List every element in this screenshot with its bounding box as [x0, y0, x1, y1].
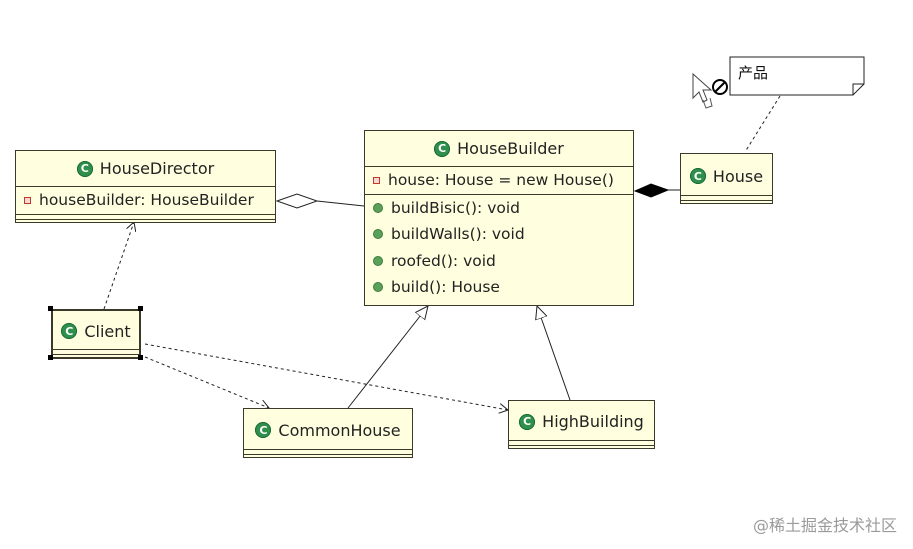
- class-common-house[interactable]: C CommonHouse: [243, 408, 413, 458]
- class-name: Client: [84, 321, 131, 341]
- class-house-builder[interactable]: C HouseBuilder house: House = new House(…: [364, 130, 634, 306]
- class-c-icon: C: [689, 168, 706, 184]
- note-shape: [729, 56, 865, 96]
- field-row[interactable]: house: House = new House(): [365, 167, 633, 194]
- class-high-building[interactable]: C HighBuilding: [508, 400, 655, 449]
- field-row[interactable]: houseBuilder: HouseBuilder: [16, 187, 275, 214]
- private-field-icon: [24, 196, 31, 204]
- class-c-icon: C: [61, 323, 78, 339]
- watermark: @稀土掘金技术社区: [752, 516, 897, 535]
- selection-handle[interactable]: [138, 355, 143, 360]
- private-field-icon: [373, 176, 380, 184]
- class-name: HighBuilding: [542, 412, 644, 431]
- client-director-dependency: [103, 222, 134, 310]
- class-c-icon: C: [519, 413, 536, 430]
- client-commonhouse-dependency: [144, 356, 269, 408]
- class-client[interactable]: C Client: [51, 309, 141, 359]
- selection-handle[interactable]: [48, 306, 53, 311]
- class-house-director[interactable]: C HouseDirector houseBuilder: HouseBuild…: [15, 150, 276, 223]
- commonhouse-generalization: [347, 306, 428, 409]
- class-c-icon: C: [434, 140, 451, 157]
- aggregation-line: [316, 200, 365, 207]
- class-name: House: [712, 166, 764, 186]
- class-name: HouseDirector: [99, 159, 215, 178]
- class-house[interactable]: C House: [680, 153, 773, 204]
- class-name: HouseBuilder: [457, 139, 564, 158]
- public-method-icon: [373, 229, 383, 240]
- note-connector: [744, 95, 781, 153]
- composition-diamond: [633, 183, 670, 198]
- client-highbuilding-dependency: [144, 343, 508, 410]
- note-text[interactable]: 产品: [738, 64, 769, 82]
- method-row[interactable]: buildBisic(): void: [365, 195, 633, 222]
- class-name: CommonHouse: [278, 420, 401, 440]
- class-c-icon: C: [255, 422, 272, 438]
- selection-handle[interactable]: [48, 355, 53, 360]
- selection-handle[interactable]: [138, 306, 143, 311]
- method-row[interactable]: build(): House: [365, 274, 633, 301]
- public-method-icon: [373, 255, 383, 266]
- class-c-icon: C: [76, 160, 93, 177]
- method-row[interactable]: roofed(): void: [365, 248, 633, 275]
- method-row[interactable]: buildWalls(): void: [365, 221, 633, 248]
- public-method-icon: [373, 202, 383, 213]
- cursor-icon: [692, 72, 728, 109]
- public-method-icon: [373, 282, 383, 293]
- highbuilding-generalization: [537, 306, 571, 401]
- aggregation-diamond: [275, 193, 319, 209]
